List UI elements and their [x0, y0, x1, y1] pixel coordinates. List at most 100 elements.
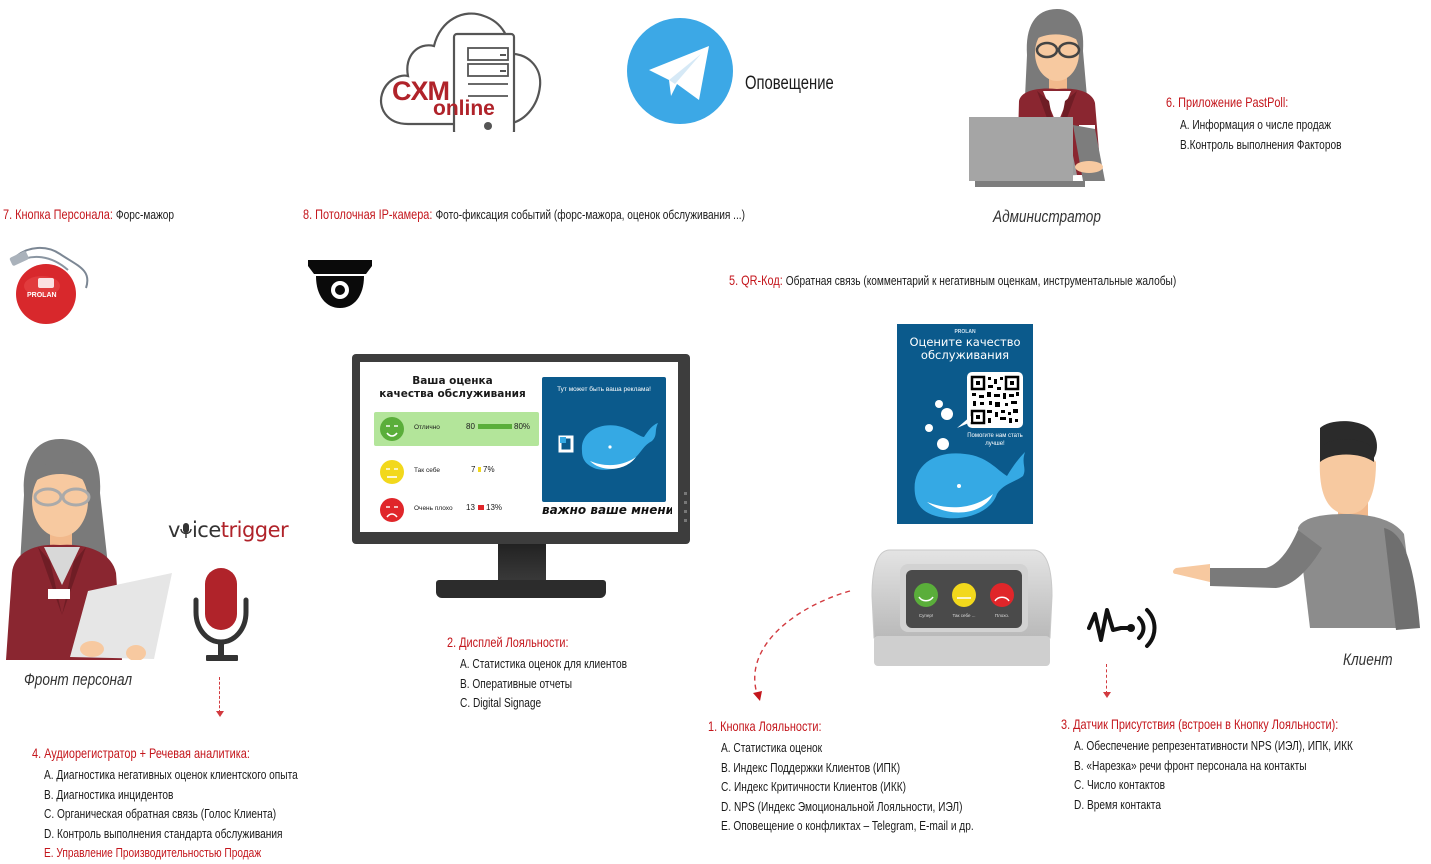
list-item: B. Оперативные отчеты: [460, 675, 573, 691]
loyalty-display-title: 2. Дисплей Лояльности:: [447, 634, 569, 650]
list-item: A. Информация о числе продаж: [1180, 117, 1332, 132]
rating-label: Отлично: [414, 424, 440, 431]
poster-helper-line2: лучше!: [985, 441, 1005, 447]
list-item: E. Оповещение о конфликтах – Telegram, E…: [721, 818, 974, 833]
screen-title-line1: Ваша оценка: [412, 375, 493, 387]
qr-poster: PROLAN Оцените качество обслуживания Пом…: [897, 324, 1033, 524]
ip-camera-desc: Фото-фиксация событий (форс-мажора, оцен…: [435, 207, 746, 222]
speech-bubble-tail-icon: [957, 416, 971, 428]
client-illustration: [1170, 418, 1431, 643]
list-item: A. Обеспечение репрезентативности NPS (И…: [1074, 738, 1353, 753]
monitor-stand-base: [436, 580, 606, 598]
mic-glyph-icon: [180, 523, 192, 539]
advertisement-panel: Тут может быть ваша реклама!: [542, 377, 666, 502]
qr-code-heading: 5. QR-Код: Обратная связь (комментарий к…: [729, 272, 1176, 288]
list-item: B. Диагностика инцидентов: [44, 786, 174, 802]
pastpoll-app-list: A. Информация о числе продаж B.Контроль …: [1180, 115, 1387, 154]
staff-button-title: 7. Кнопка Персонала:: [3, 206, 113, 222]
audio-recorder-title: 4. Аудиорегистратор + Речевая аналитика:: [32, 745, 250, 761]
front-staff-caption: Фронт персонал: [24, 670, 133, 689]
online-logo-text: online: [433, 97, 495, 120]
rating-face-icon: [380, 460, 404, 484]
sensor-dashed-connector: [1106, 664, 1108, 694]
list-item: D. Контроль выполнения стандарта обслужи…: [44, 825, 283, 841]
loyalty-display-monitor: Ваша оценка качества обслуживания Отличн…: [352, 354, 690, 544]
list-item: D. Время контакта: [1074, 796, 1161, 812]
voicetrigger-logo-trigger: trigger: [220, 518, 289, 542]
rating-percent: 7%: [483, 465, 495, 474]
screen-ticker: важно ваше мнени: [542, 503, 672, 517]
rating-count: 80: [466, 422, 475, 431]
list-item: A. Диагностика негативных оценок клиентс…: [44, 767, 298, 782]
monitor-screen: Ваша оценка качества обслуживания Отличн…: [360, 362, 678, 532]
rating-label: Так себе: [414, 467, 440, 474]
poster-brand: PROLAN: [954, 329, 976, 335]
screen-title-line2: качества обслуживания: [379, 388, 526, 400]
screen-title: Ваша оценка качества обслуживания: [360, 375, 545, 401]
loyalty-button-device[interactable]: Супер! Так себе ... Плохо.: [870, 546, 1053, 668]
rating-row: Очень плохо 13 13%: [374, 493, 539, 527]
list-item: D. NPS (Индекс Эмоциональной Лояльности,…: [721, 798, 963, 814]
list-item-highlight: E. Управление Производительностью Продаж: [44, 845, 262, 860]
qr-code-image[interactable]: [967, 372, 1023, 428]
rating-face-icon: [380, 498, 404, 522]
qr-code-title: 5. QR-Код:: [729, 272, 783, 288]
loyalty-button-title: 1. Кнопка Лояльности:: [708, 718, 822, 734]
poster-heading-line2: обслуживания: [920, 348, 1010, 362]
staff-panic-button-icon: [8, 240, 98, 326]
poster-helper-line1: Помогите нам стать: [967, 433, 1023, 439]
poster-helper-text: Помогите нам стать лучше!: [957, 432, 1033, 448]
rating-percent: 13%: [486, 503, 503, 512]
list-item: A. Статистика оценок: [721, 740, 823, 755]
poster-heading: Оцените качество обслуживания: [897, 336, 1033, 362]
rating-count: 13: [466, 503, 475, 512]
rating-percent: 80%: [514, 422, 531, 431]
mic-dashed-connector: [219, 677, 221, 713]
microphone-icon: [192, 566, 252, 664]
rating-row: Так себе 7 7%: [374, 455, 539, 489]
curved-dashed-arrow-icon: [753, 590, 851, 701]
monitor-stand-neck: [498, 544, 546, 582]
administrator-caption: Администратор: [993, 207, 1101, 226]
voicetrigger-logo-ice: ice: [191, 518, 221, 542]
rating-count: 7: [471, 465, 476, 474]
device-label-bad: Плохо.: [994, 613, 1010, 618]
list-item: B. Индекс Поддержки Клиентов (ИПК): [721, 759, 901, 775]
front-staff-illustration: [4, 435, 179, 660]
loyalty-button-list: A. Статистика оценок B. Индекс Поддержки…: [721, 738, 1045, 836]
pastpoll-app-title: 6. Приложение PastPoll:: [1166, 94, 1289, 110]
telegram-icon: [627, 18, 733, 124]
qr-code-desc: Обратная связь (комментарий к негативным…: [785, 273, 1177, 288]
list-item: C. Органическая обратная связь (Голос Кл…: [44, 806, 277, 821]
list-item: A. Статистика оценок для клиентов: [460, 656, 628, 671]
staff-button-desc: Форс-мажор: [115, 207, 175, 222]
whale-with-smileys-icon: [914, 400, 1025, 519]
rating-bar: [478, 505, 484, 510]
notification-label: Оповещение: [745, 73, 834, 94]
prolan-brand-text: PROLAN: [27, 292, 57, 299]
ad-text: Тут может быть ваша реклама!: [557, 386, 651, 393]
cxm-online-cloud-icon: [378, 2, 544, 132]
voicetrigger-logo-v: v: [168, 518, 180, 542]
arrow-down-icon: [1103, 692, 1111, 698]
dome-camera-icon: [306, 256, 374, 310]
device-label-super: Супер!: [918, 613, 934, 618]
rating-face-icon: [380, 417, 404, 441]
staff-button-heading: 7. Кнопка Персонала: Форс-мажор: [3, 206, 174, 222]
administrator-illustration: [965, 5, 1140, 195]
rating-row: Отлично 80 80%: [374, 412, 539, 446]
arrow-down-icon: [216, 711, 224, 717]
presence-sensor-icon: [1087, 602, 1161, 650]
ip-camera-title: 8. Потолочная IP-камера:: [303, 206, 433, 222]
list-item: B. «Нарезка» речи фронт персонала на кон…: [1074, 757, 1307, 773]
list-item: C. Индекс Критичности Клиентов (ИКК): [721, 779, 907, 794]
presence-sensor-list: A. Обеспечение репрезентативности NPS (И…: [1074, 736, 1431, 814]
rating-label: Очень плохо: [414, 505, 453, 512]
rating-bar: [478, 467, 481, 472]
audio-recorder-list: A. Диагностика негативных оценок клиентс…: [44, 765, 369, 863]
presence-sensor-title: 3. Датчик Присутствия (встроен в Кнопку …: [1061, 716, 1339, 732]
poster-heading-line1: Оцените качество: [909, 335, 1021, 349]
list-item: B.Контроль выполнения Факторов: [1180, 136, 1342, 152]
cxm-logo-text: CXM: [392, 76, 450, 106]
